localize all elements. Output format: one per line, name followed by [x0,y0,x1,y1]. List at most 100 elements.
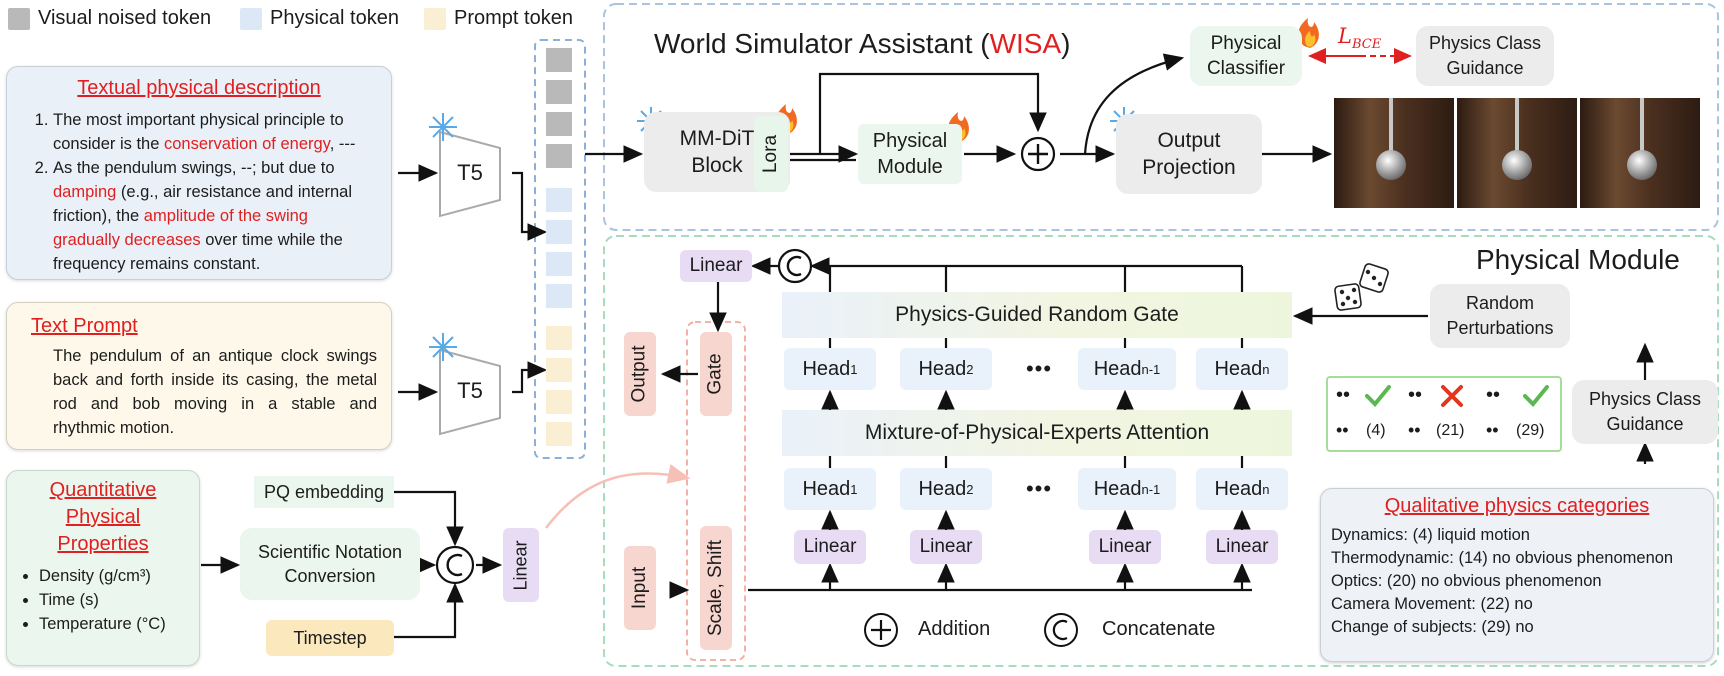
linear-top-box: Linear [680,250,752,282]
gate-box: Gate [700,332,732,416]
timestep-box: Timestep [266,620,394,656]
text-prompt-box: Text Prompt The pendulum of an antique c… [6,302,392,450]
qualitative-line-3: Optics: (20) no obvious phenomenon [1331,572,1602,590]
legend-swatch-visual [8,8,30,30]
moe-attention-lane: Mixture-of-Physical-Experts Attention [782,410,1292,456]
sample-c: (29) [1516,422,1545,439]
linear-left-label: Linear [510,539,531,591]
t5-encoder-shape [439,130,501,218]
linear-head-2: Linear [910,530,982,564]
legend-addition-label: Addition [918,618,991,640]
textual-description-box: Textual physical description The most im… [6,66,392,280]
plus-circle-icon [1020,136,1056,172]
wisa-frame [603,3,1719,231]
qpp-box: Quantitative Physical Properties Density… [6,470,200,666]
pendulum-frame-1 [1334,98,1457,208]
qpp-density: Density (g/cm³) [39,564,199,588]
dots-1: •• [1336,384,1351,406]
gate-label: Gate [705,353,727,395]
plus-circle-icon [864,613,898,647]
qualitative-line-5: Change of subjects: (29) no [1331,618,1534,636]
t5-encoder-shape [439,348,501,436]
textual-description-title: Textual physical description [77,77,321,99]
linear-head-1: Linear [794,530,866,564]
pendulum-photo [1334,98,1700,208]
concat-circle-icon [1044,613,1078,647]
snowflake-icon [429,333,457,361]
qpp-list: Density (g/cm³) Time (s) Temperature (°C… [19,564,199,636]
qualitative-categories-box: Qualitative physics categories Dynamics:… [1320,488,1714,662]
t5-label-top: T5 [457,160,483,185]
qualitative-list: Dynamics: (4) liquid motion Thermodynami… [1331,524,1713,639]
qualitative-title: Qualitative physics categories [1384,495,1650,517]
dots-6: •• [1486,420,1499,440]
input-label: Input [629,566,651,610]
token-frame [534,39,586,459]
legend-physical-label: Physical token [270,7,399,29]
text-prompt-body: The pendulum of an antique clock swings … [53,347,377,437]
output-label: Output [629,345,651,403]
legend-swatch-physical [240,8,262,30]
legend-visual-label: Visual noised token [38,7,212,29]
random-perturbations-box: Random Perturbations [1430,284,1570,348]
head-ellipsis-upper: ••• [1025,356,1053,381]
pendulum-frame-2 [1457,98,1580,208]
dots-2: •• [1408,384,1423,406]
sample-b: (21) [1436,422,1465,439]
qualitative-line-2: Thermodynamic: (14) no obvious phenomeno… [1331,549,1674,567]
input-box: Input [624,546,656,630]
physical-classifier-box: Physical Classifier [1190,26,1302,86]
head-ellipsis-lower: ••• [1025,476,1053,501]
linear-head-n-1: Linear [1089,530,1161,564]
linear-left-box: Linear [503,528,539,602]
physics-class-guidance-right: Physics Class Guidance [1572,380,1718,444]
t5-label-bottom: T5 [457,378,483,403]
textual-description-list: The most important physical principle to… [19,108,379,276]
random-gate-lane: Physics-Guided Random Gate [782,292,1292,338]
legend-concatenate-label: Concatenate [1102,618,1216,640]
legend-prompt-label: Prompt token [454,7,573,29]
lbce-label: LBCE [1338,24,1382,53]
output-box: Output [624,332,656,416]
lora-box: Lora [754,116,788,192]
sample-a: (4) [1366,422,1386,439]
physical-module-small-box: Physical Module [858,124,962,184]
concat-circle-icon [777,248,813,284]
qualitative-line-4: Camera Movement: (22) no [1331,595,1533,613]
sampled-categories-panel: •• •• •• •• (4) •• (21) •• (29) [1326,376,1562,452]
wisa-title: World Simulator Assistant (WISA) [654,28,1071,59]
scale-shift-box: Scale, Shift [700,526,732,650]
pq-embedding-box: PQ embedding [254,476,394,508]
cross-icon [1441,385,1463,407]
text-prompt-title: Text Prompt [31,315,138,337]
physical-module-title: Physical Module [1476,244,1680,275]
pendulum-frame-3 [1580,98,1700,208]
description-item-2: As the pendulum swings, --; but due to d… [53,156,379,276]
flame-icon [1298,18,1319,48]
mmdit-label: MM-DiT Block [679,127,755,177]
concat-circle-icon [435,545,475,585]
legend-swatch-prompt [424,8,446,30]
token-column [546,48,572,446]
dots-3: •• [1486,384,1501,406]
physics-class-guidance-top: Physics Class Guidance [1416,26,1554,86]
qpp-temperature: Temperature (°C) [39,612,199,636]
scientific-notation-box: Scientific Notation Conversion [240,528,420,600]
linear-head-n: Linear [1206,530,1278,564]
dots-5: •• [1408,420,1421,440]
description-item-1: The most important physical principle to… [53,108,379,156]
lora-label: Lora [760,134,781,174]
qualitative-line-1: Dynamics: (4) liquid motion [1331,526,1530,544]
snowflake-icon [429,113,457,141]
qpp-title: Quantitative Physical Properties [49,479,157,555]
output-projection-box: Output Projection [1116,114,1262,194]
check-icon [1365,385,1391,407]
